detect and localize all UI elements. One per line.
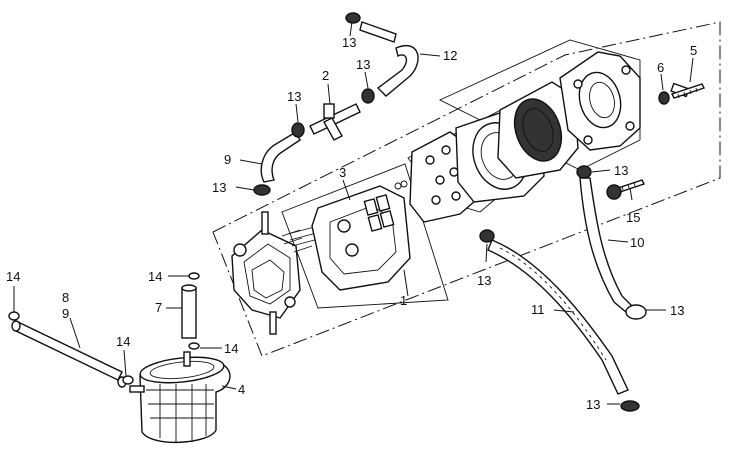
label-13-right-upper: 13 [614, 163, 628, 178]
label-1: 1 [400, 293, 407, 308]
label-10: 10 [630, 235, 644, 250]
label-12: 12 [443, 48, 457, 63]
label-14-pipe-bottom: 14 [224, 341, 238, 356]
gasket-group-outline [281, 163, 449, 309]
label-13-bottom: 13 [586, 397, 600, 412]
hose-9-upper [260, 131, 301, 183]
label-14-far-left: 14 [6, 269, 20, 284]
carb-flange [559, 51, 641, 151]
label-7: 7 [155, 300, 162, 315]
fuel-pipe [181, 272, 200, 350]
t-joint [309, 103, 361, 141]
label-14-pipe-top: 14 [148, 269, 162, 284]
label-14-strainer: 14 [116, 334, 130, 349]
label-2: 2 [322, 68, 329, 83]
label-6: 6 [657, 60, 664, 75]
label-15: 15 [626, 210, 640, 225]
hose-10 [579, 177, 633, 313]
hose-11 [487, 239, 629, 395]
bolt-15 [606, 179, 645, 200]
bolt [670, 82, 705, 99]
fuel-strainer [129, 351, 231, 443]
clamps [253, 12, 647, 412]
label-13-right-lower: 13 [670, 303, 684, 318]
label-13-clamp-b: 13 [287, 89, 301, 104]
washer [658, 91, 670, 105]
gasket-plate [311, 180, 411, 291]
label-3: 3 [339, 165, 346, 180]
o-rings [8, 311, 134, 385]
leader-lines [13, 21, 694, 405]
label-13-left: 13 [212, 180, 226, 195]
label-5: 5 [690, 43, 697, 58]
label-13-clamp-a: 13 [356, 57, 370, 72]
reed-plate [497, 81, 579, 179]
label-9-upper: 9 [224, 152, 231, 167]
assembly-outline [212, 21, 721, 357]
label-8: 8 [62, 290, 69, 305]
hose-lower-left [11, 320, 127, 388]
label-4: 4 [238, 382, 245, 397]
label-13-middle: 13 [477, 273, 491, 288]
hose-12 [359, 21, 419, 97]
label-9-lower: 9 [62, 306, 69, 321]
fuel-pump [231, 211, 303, 335]
label-13-top: 13 [342, 35, 356, 50]
label-11: 11 [531, 302, 545, 317]
callout-labels: 1 2 3 4 5 6 7 8 9 9 10 11 12 13 13 13 13… [6, 35, 697, 412]
